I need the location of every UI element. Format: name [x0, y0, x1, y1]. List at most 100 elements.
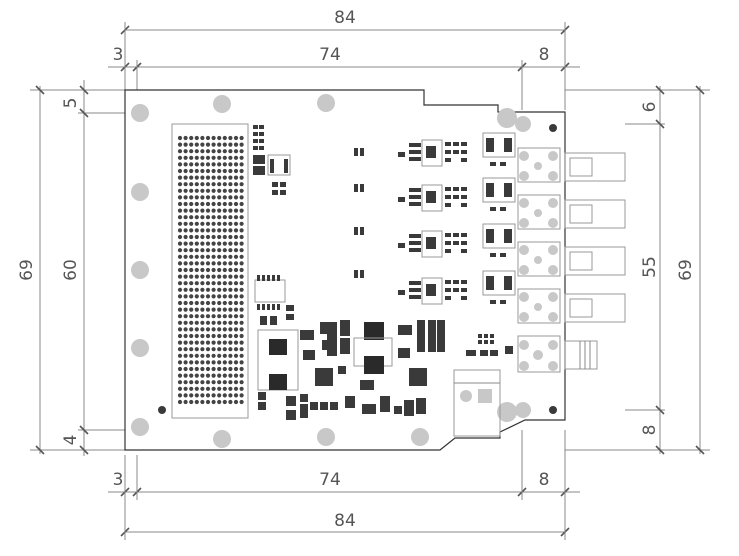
header-pin	[194, 281, 199, 286]
header-pin	[194, 314, 199, 319]
header-pin	[189, 175, 194, 180]
header-pin	[233, 215, 239, 220]
header-pin	[239, 215, 244, 220]
header-pin	[233, 188, 239, 193]
header-pin	[194, 373, 199, 378]
regulator-area	[254, 275, 513, 420]
header-pin	[233, 281, 239, 286]
left-dimensions: 69 60 5 4	[17, 80, 137, 456]
header-pin	[228, 274, 233, 279]
dim-top-left: 3	[113, 45, 124, 65]
header-pin	[189, 327, 194, 332]
header-pin	[233, 261, 239, 266]
header-pin	[222, 380, 227, 385]
mounting-hole	[131, 418, 149, 436]
header-pin	[183, 215, 188, 220]
header-pin	[228, 399, 233, 405]
header-pin	[239, 135, 244, 141]
header-pin	[228, 201, 233, 207]
header-pin	[183, 340, 188, 345]
header-pin	[211, 221, 216, 226]
header-pin	[177, 327, 183, 332]
header-pin	[194, 307, 199, 312]
dim-left-mid: 60	[61, 259, 81, 281]
header-pin	[233, 254, 239, 259]
header-pin	[183, 347, 188, 352]
header-pin	[239, 307, 244, 312]
dim-bottom-left: 3	[113, 470, 124, 490]
header-pin	[211, 294, 216, 299]
header-pin	[189, 274, 194, 279]
dim-left-bottom: 4	[61, 435, 81, 446]
header-pin	[189, 254, 194, 259]
header-pin	[200, 168, 205, 174]
header-pin	[183, 380, 188, 385]
header-pin	[239, 208, 244, 213]
header-pin	[189, 287, 194, 292]
header-pin	[233, 149, 239, 154]
header-pin	[205, 347, 211, 352]
header-pin	[222, 399, 227, 405]
header-pin	[222, 201, 227, 207]
header-pin	[189, 168, 194, 174]
header-pin	[211, 168, 216, 174]
header-pin	[233, 241, 239, 246]
header-pin	[189, 340, 194, 345]
header-pin	[222, 135, 227, 141]
fiducial	[158, 406, 166, 414]
mounting-hole	[317, 94, 335, 112]
header-pin	[222, 386, 227, 391]
header-pin	[239, 294, 244, 299]
header-pin	[177, 162, 183, 167]
header-pin	[205, 188, 211, 193]
header-pin	[233, 208, 239, 213]
header-pin	[233, 142, 239, 147]
header-pin	[222, 300, 227, 306]
header-pin	[239, 261, 244, 266]
header-pin	[233, 228, 239, 233]
rf-connectors	[517, 147, 626, 373]
header-pin	[205, 168, 211, 174]
header-pin	[239, 241, 244, 246]
header-pin	[200, 281, 205, 286]
header-pin	[217, 314, 222, 319]
header-pin	[200, 254, 205, 259]
dim-right-bottom: 8	[640, 425, 660, 436]
header-pin	[177, 287, 183, 292]
header-pin	[205, 340, 211, 345]
header-pin	[183, 261, 188, 266]
header-pin	[177, 340, 183, 345]
header-pin	[194, 274, 199, 279]
header-pin	[222, 175, 227, 180]
header-pin	[200, 248, 205, 253]
header-pin	[189, 373, 194, 378]
header-pin	[200, 175, 205, 180]
header-pin	[228, 254, 233, 259]
header-pin	[233, 347, 239, 352]
header-pin	[239, 386, 244, 391]
header-pin	[228, 340, 233, 345]
header-pin	[233, 380, 239, 385]
header-pin	[222, 221, 227, 226]
header-pin	[200, 366, 205, 372]
mounting-hole	[131, 104, 149, 122]
header-pin	[194, 162, 199, 167]
header-pin	[239, 281, 244, 286]
dim-left-total: 69	[17, 259, 37, 281]
header-pin	[205, 373, 211, 378]
header-pin	[211, 201, 216, 207]
header-pin	[194, 294, 199, 299]
header-pin	[228, 241, 233, 246]
header-pin	[217, 234, 222, 240]
header-pin	[239, 380, 244, 385]
header-pin	[194, 182, 199, 187]
header-pin	[239, 248, 244, 253]
header-pin	[189, 221, 194, 226]
header-pin	[183, 254, 188, 259]
header-pin	[200, 274, 205, 279]
header-pin	[205, 360, 211, 365]
header-pin	[217, 281, 222, 286]
header-pin	[177, 267, 183, 273]
header-pin	[228, 320, 233, 325]
